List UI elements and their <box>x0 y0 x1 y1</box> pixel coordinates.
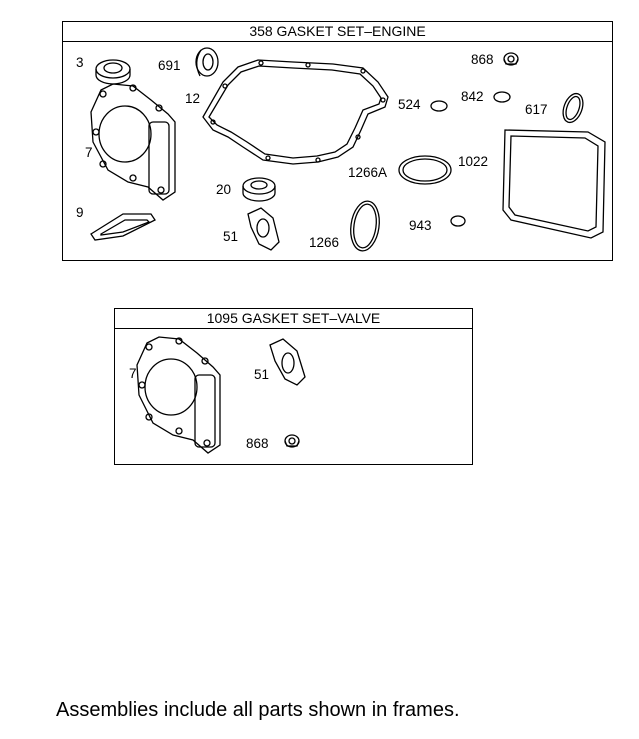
label-20: 20 <box>216 182 232 197</box>
gasket-9-part <box>90 213 156 241</box>
label-524: 524 <box>398 97 421 112</box>
label-1266: 1266 <box>309 235 340 250</box>
oil-seal-20-part <box>242 177 276 202</box>
footer-note: Assemblies include all parts shown in fr… <box>56 699 460 721</box>
valve-gasket-set-title: 1095 GASKET SET–VALVE <box>115 309 472 329</box>
label-7: 7 <box>85 145 93 160</box>
seal-691-part <box>195 47 219 77</box>
label-842: 842 <box>461 89 484 104</box>
label-51: 51 <box>254 367 270 382</box>
valve-seal-868-part <box>503 52 519 66</box>
valve-gasket-drawing <box>136 336 306 454</box>
label-51: 51 <box>223 229 239 244</box>
engine-gasket-drawing <box>90 47 606 252</box>
label-1022: 1022 <box>458 154 489 169</box>
o-ring-943-part <box>450 215 466 227</box>
engine-gasket-set-frame: 358 GASKET SET–ENGINE <box>62 21 613 261</box>
label-7: 7 <box>129 366 137 381</box>
label-3: 3 <box>76 55 84 70</box>
oil-seal-3-part <box>95 59 131 85</box>
label-12: 12 <box>185 91 201 106</box>
valve-seal-868-part <box>284 434 300 448</box>
o-ring-524-part <box>430 100 448 112</box>
crankcase-gasket-12-part <box>202 59 389 165</box>
label-868: 868 <box>246 436 269 451</box>
o-ring-1266a-part <box>398 155 452 185</box>
label-1266a: 1266A <box>348 165 388 180</box>
label-691: 691 <box>158 58 181 73</box>
valve-gasket-set-frame: 1095 GASKET SET–VALVE 7 51 868 <box>114 308 473 465</box>
rocker-cover-gasket-1022-part <box>502 129 606 239</box>
engine-gasket-set-title: 358 GASKET SET–ENGINE <box>63 22 612 42</box>
label-868: 868 <box>471 52 494 67</box>
label-9: 9 <box>76 205 84 220</box>
o-ring-1266-part <box>350 200 380 252</box>
head-gasket-7-part <box>90 83 176 201</box>
o-ring-617-part <box>562 92 584 124</box>
o-ring-842-part <box>493 91 511 103</box>
head-gasket-7-part <box>136 336 221 454</box>
intake-gasket-51-part <box>269 338 306 386</box>
label-617: 617 <box>525 102 548 117</box>
intake-gasket-51-part <box>247 207 280 251</box>
label-943: 943 <box>409 218 432 233</box>
